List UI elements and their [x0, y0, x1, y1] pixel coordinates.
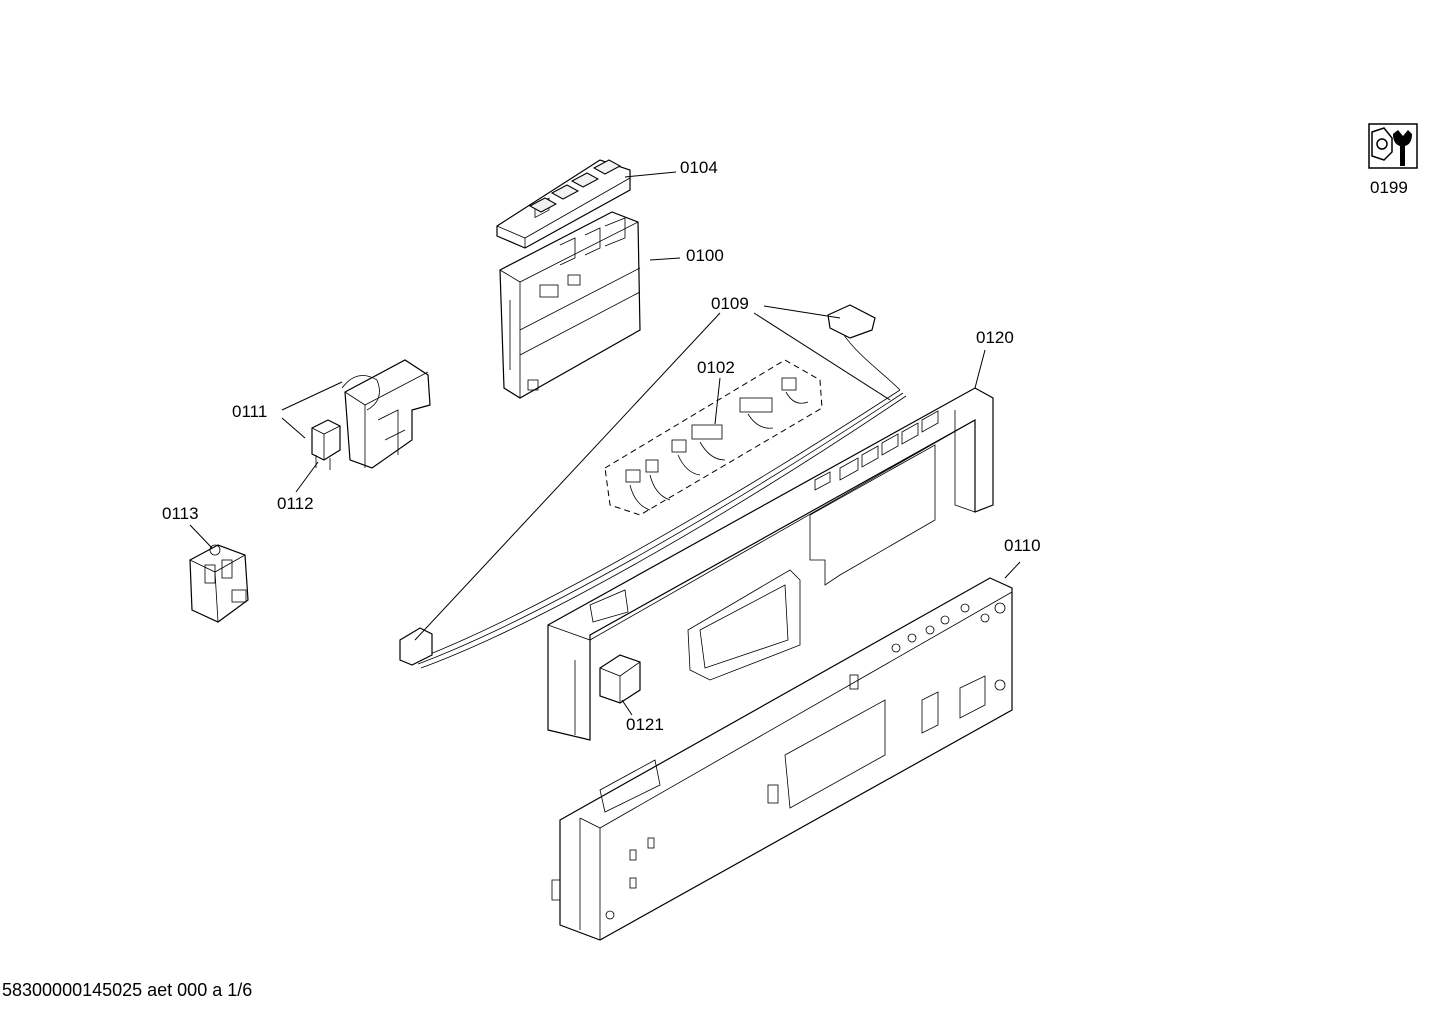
leader-lines [189, 171, 1021, 716]
label-0104: 0104 [680, 158, 718, 177]
part-0109-wire-harness [399, 304, 907, 669]
part-0110-rear-panel [551, 577, 1013, 941]
label-0121: 0121 [626, 715, 664, 734]
part-0102-connectors [604, 359, 823, 516]
wrench-nut-icon [1368, 123, 1418, 169]
label-0113: 0113 [162, 504, 199, 523]
document-id-footer: 58300000145025 aet 000 a 1/6 [2, 980, 253, 1000]
part-0104-keypad [496, 159, 631, 249]
part-0111-switch [341, 359, 431, 469]
label-0111: 0111 [232, 402, 267, 421]
part-0112-relay [311, 419, 341, 470]
part-0120-panel-frame [547, 387, 994, 741]
label-0102: 0102 [697, 358, 735, 377]
label-0110: 0110 [1004, 536, 1041, 555]
label-0100: 0100 [686, 246, 724, 265]
part-0100-control-module [499, 211, 641, 399]
part-0113-power-switch [189, 544, 249, 623]
label-0109: 0109 [711, 294, 749, 313]
label-0120: 0120 [976, 328, 1014, 347]
label-0112: 0112 [277, 494, 314, 513]
label-0199: 0199 [1370, 178, 1408, 197]
part-0121-block [599, 654, 641, 704]
